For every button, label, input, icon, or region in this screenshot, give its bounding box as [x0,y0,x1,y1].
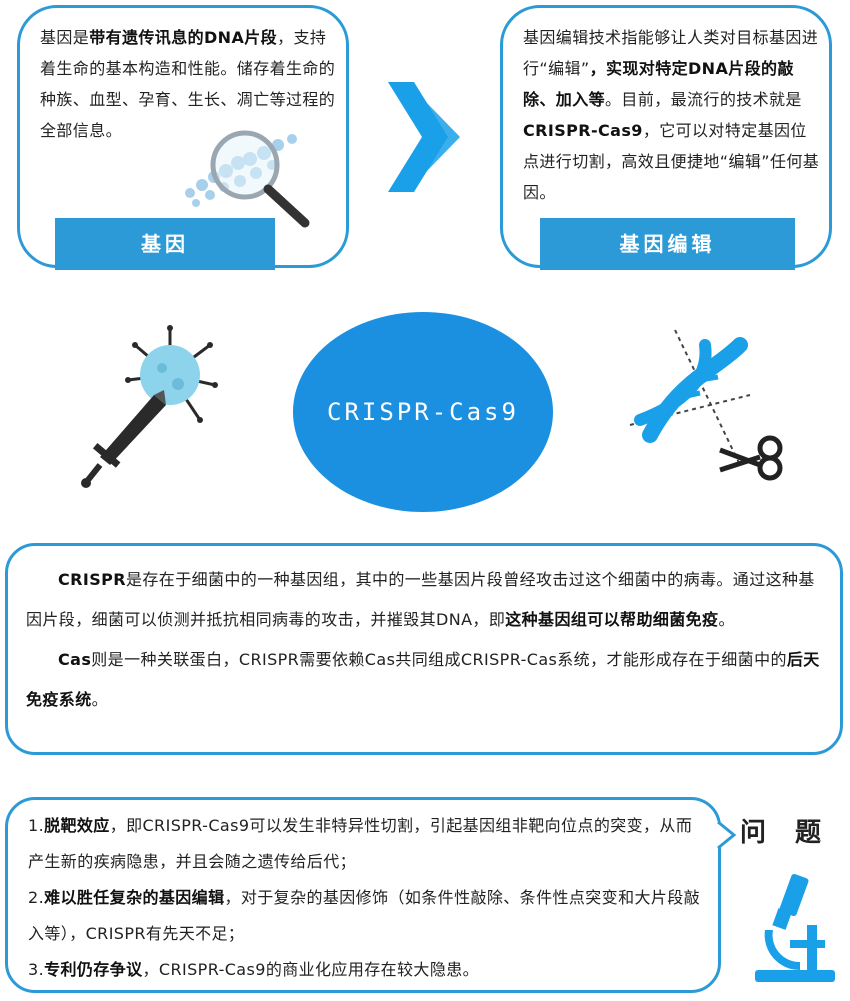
speech-pointer-icon [716,820,736,850]
list-item: 3.专利仍存争议，CRISPR-Cas9的商业化应用存在较大隐患。 [28,960,480,979]
crispr-description: CRISPR是存在于细菌中的一种基因组，其中的一些基因片段曾经攻击过这个细菌中的… [26,570,820,709]
gene-editing-description: 基因编辑技术指能够让人类对目标基因进行“编辑”，实现对特定DNA片段的敲除、加入… [523,28,820,202]
problem-title: 问 题 [740,818,832,848]
problem-card: 1.脱靶效应，即CRISPR-Cas9可以发生非特异性切割，引起基因组非靶向位点… [5,797,721,993]
dna-magnifier-icon [185,130,310,228]
double-chevron-right-icon [388,82,460,192]
crispr-description-card: CRISPR是存在于细菌中的一种基因组，其中的一些基因片段曾经攻击过这个细菌中的… [5,543,843,755]
tab-gene-editing: 基因编辑 [540,218,795,270]
dna-scissors-icon [629,329,783,481]
problem-list: 1.脱靶效应，即CRISPR-Cas9可以发生非特异性切割，引起基因组非靶向位点… [28,808,708,988]
virus-sword-icon [81,325,218,488]
gene-description: 基因是带有遗传讯息的DNA片段，支持着生命的基本构造和性能。储存着生命的种族、血… [40,28,336,140]
crispr-cas9-circle: CRISPR-Cas9 [293,312,553,512]
list-item: 1.脱靶效应，即CRISPR-Cas9可以发生非特异性切割，引起基因组非靶向位点… [28,816,693,871]
microscope-icon [755,873,835,982]
list-item: 2.难以胜任复杂的基因编辑，对于复杂的基因修饰（如条件性敲除、条件性点突变和大片… [28,888,701,943]
tab-gene: 基因 [55,218,275,270]
